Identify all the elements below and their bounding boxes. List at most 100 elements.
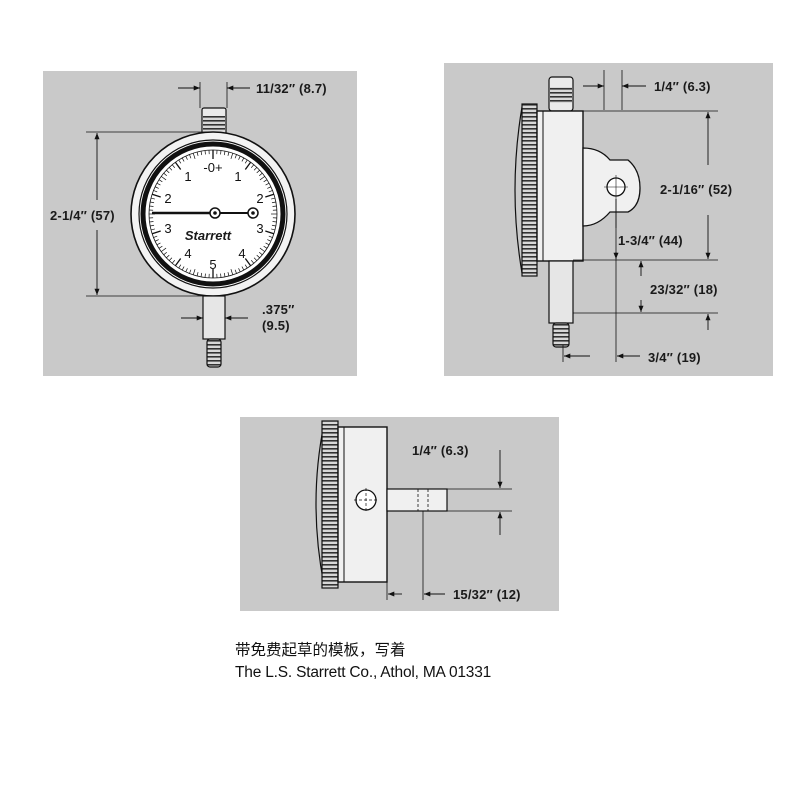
dial-label-five: 5 (209, 257, 216, 272)
dial-tick (259, 172, 263, 177)
dial-tick (238, 268, 241, 273)
dial-tick (151, 230, 161, 235)
dim-front-top-width: 11/32″ (8.7) (256, 81, 327, 96)
brand-logo-text: Starrett (185, 228, 232, 243)
dial-tick (189, 154, 192, 159)
side-contact-point (552, 322, 570, 348)
dim-front-height: 2-1/4″ (57) (50, 208, 115, 223)
dial-ticks (149, 150, 277, 278)
dial-tick (267, 239, 272, 242)
dial-tick (265, 230, 275, 235)
dial-tick (204, 273, 206, 278)
front-stem (202, 295, 226, 340)
dim-back-stem-dia: 1/4″ (6.3) (412, 443, 469, 458)
side-view-drawing: 1/4″ (6.3) 2-1/16″ (52) 1-3/4″ (44) 23/3… (514, 70, 732, 365)
dial-tick (161, 247, 167, 252)
dial-label-zero: -0+ (203, 160, 222, 175)
footer-company: The L.S. Starrett Co., Athol, MA 01331 (235, 664, 492, 681)
front-contact-point (206, 338, 222, 368)
dim-side-stem: 23/32″ (18) (650, 282, 718, 297)
dial-tick (227, 151, 230, 156)
dial-tick (227, 272, 230, 277)
dial-tick (267, 186, 272, 189)
dial-tick (153, 190, 158, 193)
dial-tick (259, 251, 263, 256)
dial-tick (158, 179, 163, 183)
back-view-panel (240, 417, 559, 611)
dial-tick (234, 154, 237, 159)
dial-tick (259, 176, 265, 181)
dial-tick (265, 182, 270, 186)
dial-tick (185, 268, 188, 273)
dial-tick (256, 169, 260, 174)
dial-tick (244, 161, 252, 170)
dim-front-stem-width: .375″ (262, 302, 295, 317)
dial-tick (178, 159, 182, 164)
dial-tick (238, 155, 241, 160)
dial-tick (223, 272, 226, 277)
dial-tick (220, 273, 222, 278)
side-view-panel (444, 63, 773, 376)
dial-tick (156, 182, 161, 186)
dial-tick (150, 228, 155, 231)
dial-tick (196, 151, 199, 156)
dial-tick (220, 150, 222, 155)
dial-label-right-2: 2 (256, 191, 263, 206)
back-stem (386, 488, 448, 512)
dial-tick (241, 157, 245, 162)
dial-tick (166, 169, 170, 174)
dial-tick (163, 172, 167, 177)
dial-tick (272, 221, 277, 223)
dial-label-left-4: 4 (184, 246, 191, 261)
dial-tick (244, 264, 248, 269)
dial-tick (244, 159, 248, 164)
dial-tick (253, 257, 258, 261)
dial-tick (263, 179, 268, 183)
dial-tick (204, 150, 206, 155)
dial-tick (241, 266, 245, 271)
dial-tick (271, 201, 276, 204)
dim-side-lug: 2-1/16″ (52) (660, 182, 732, 197)
front-cap-knurl (203, 116, 225, 132)
dial-tick (181, 266, 185, 271)
dial-tick (154, 186, 159, 189)
dial-tick (272, 205, 277, 207)
dim-side-body: 1-3/4″ (44) (618, 233, 683, 248)
dial-tick (171, 260, 176, 264)
back-view-drawing: 1/4″ (6.3) 15/32″ (12) (315, 420, 521, 602)
dial-tick (230, 269, 234, 275)
dial-tick (153, 235, 158, 238)
dial-label-right-3: 3 (256, 221, 263, 236)
dial-tick (151, 193, 161, 198)
dial-tick (223, 151, 226, 156)
dial-tick (166, 254, 170, 259)
dial-tick (253, 167, 258, 171)
dim-side-bottom: 3/4″ (19) (648, 350, 701, 365)
dial-tick (271, 224, 276, 227)
dial-tick (168, 257, 173, 261)
dial-tick (200, 151, 203, 156)
dial-label-right-1: 1 (234, 169, 241, 184)
footer-note: 带免费起草的模板，写着 (235, 642, 406, 659)
dial-label-left-2: 2 (164, 191, 171, 206)
dial-tick (149, 221, 154, 223)
dial-label-right-4: 4 (238, 246, 245, 261)
dial-tick (154, 239, 159, 242)
dial-tick (174, 258, 182, 267)
dial-tick (259, 247, 265, 252)
dial-tick (189, 269, 192, 274)
dial-tick (150, 201, 155, 204)
dial-tick (271, 197, 276, 200)
dial-tick (150, 197, 155, 200)
side-bezel-knurl (521, 103, 538, 277)
dial-tick (185, 155, 188, 160)
dial-tick (149, 205, 154, 207)
dial-tick (230, 153, 234, 159)
dial-tick (163, 251, 167, 256)
dial-tick (250, 164, 255, 168)
dim-side-top: 1/4″ (6.3) (654, 79, 711, 94)
dial-tick (150, 224, 155, 227)
dial-tick (192, 269, 196, 275)
dial-tick (156, 242, 161, 246)
